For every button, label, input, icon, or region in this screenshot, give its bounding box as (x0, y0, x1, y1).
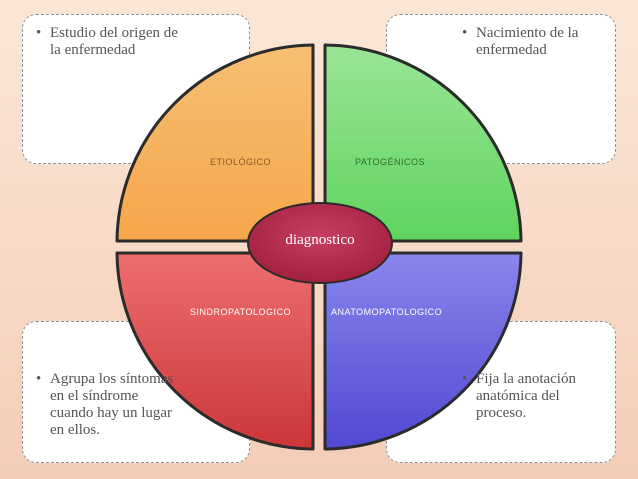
quadrant-patogenicos (323, 43, 523, 243)
text-top-left: • Estudio del origen de la enfermedad (36, 25, 186, 59)
center-label-diagnostico: diagnostico (285, 232, 355, 248)
label-etiologico: ETIOLÓGICO (210, 157, 272, 167)
quadrant-sindropatologico (115, 251, 315, 451)
text-top-right: • Nacimiento de la enfermedad (462, 25, 602, 59)
center-ellipse (247, 202, 393, 284)
bullet-icon: • (36, 371, 42, 387)
text-bottom-left-content: Agrupa los síntomas en el síndrome cuand… (50, 371, 174, 438)
text-bottom-right-content: Fija la anotación anatómica del proceso. (476, 371, 576, 421)
bullet-icon: • (36, 25, 42, 41)
bullet-icon: • (462, 25, 468, 41)
text-bottom-right: • Fija la anotación anatómica del proces… (462, 371, 602, 422)
bullet-icon: • (462, 371, 468, 387)
text-top-right-content: Nacimiento de la enfermedad (476, 25, 579, 58)
label-anatomopatologico: ANATOMOPATOLOGICO (331, 307, 443, 317)
quadrant-anatomopatologico (323, 251, 523, 451)
quadrant-etiologico (115, 43, 315, 243)
text-bottom-left: • Agrupa los síntomas en el síndrome cua… (36, 371, 176, 439)
label-patogenicos: PATOGÉNICOS (355, 157, 426, 167)
text-top-left-content: Estudio del origen de la enfermedad (50, 25, 178, 58)
label-sindropatologico: SINDROPATOLOGICO (190, 307, 292, 317)
